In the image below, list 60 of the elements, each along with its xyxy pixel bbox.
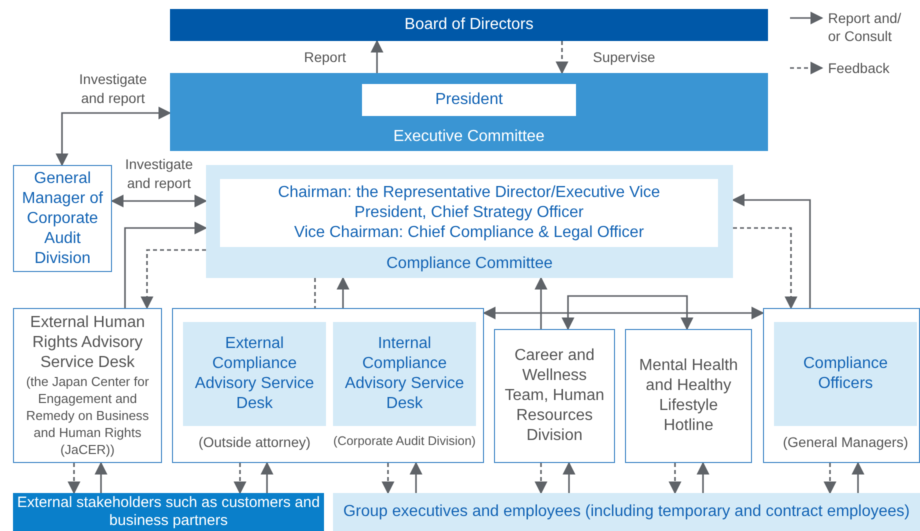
committee-panel <box>170 73 768 151</box>
feedback-arrow <box>68 463 80 494</box>
legend-label: Report and/ or Consult <box>828 9 902 45</box>
member-box <box>220 179 718 247</box>
report-arrow <box>336 276 350 308</box>
feedback-arrow <box>668 463 682 494</box>
report-arrow <box>562 462 576 493</box>
box-frame <box>763 308 920 463</box>
report-arrow <box>696 462 710 493</box>
report-arrow <box>124 222 208 308</box>
feedback-arrow <box>733 227 798 310</box>
feedback-arrow <box>140 249 206 310</box>
report-arrow <box>852 462 864 493</box>
node-label: President <box>435 90 503 110</box>
node-caption: (Corporate Audit Division) <box>332 434 477 448</box>
desk-box <box>774 322 917 426</box>
feedback-arrow <box>556 41 568 74</box>
report-arrow <box>56 106 172 166</box>
node-caption: (General Managers) <box>782 434 910 450</box>
report-arrow <box>94 462 108 493</box>
report-arrow <box>732 194 811 308</box>
service-box <box>625 329 752 463</box>
box-frame <box>172 308 484 463</box>
report-arrow <box>110 194 208 208</box>
desk-box <box>183 322 326 426</box>
report-arrow <box>410 462 422 493</box>
node-label: Executive Committee <box>393 127 545 147</box>
node-label: Career and Wellness Team, Human Resources Division <box>504 346 606 446</box>
node-label: Compliance Committee <box>386 254 553 274</box>
feedback-arrow <box>824 463 836 494</box>
node-label: General Manager of Corporate Audit Division <box>21 168 104 268</box>
report-arrow <box>534 276 548 329</box>
node-label: Compliance Officers <box>802 354 889 394</box>
feedback-arrow <box>534 463 548 494</box>
node-label: Group executives and employees (including temporary and contract employees) <box>343 502 910 522</box>
node-label: Board of Directors <box>404 15 534 35</box>
node-label: External stakeholders such as customers and business partners <box>17 494 320 530</box>
feedback-arrow <box>234 463 246 494</box>
board-box <box>170 9 768 41</box>
feedback-arrow <box>382 463 394 494</box>
service-box <box>494 329 615 463</box>
desk-box <box>333 322 476 426</box>
node-note: (the Japan Center for Engagement and Remedy on Business and Human Rights (JaCER)) <box>25 373 150 458</box>
node-label: Internal Compliance Advisory Service Desk <box>344 334 466 414</box>
node-label: Mental Health and Healthy Lifestyle Hotline <box>638 356 739 436</box>
report-arrow <box>562 295 694 330</box>
node-label: External Compliance Advisory Service Desk <box>194 334 316 414</box>
legend-label: Feedback <box>828 59 890 77</box>
service-box <box>13 308 162 463</box>
node-label: External Human Rights Advisory Service Desk <box>29 313 146 373</box>
desk-box <box>206 165 733 278</box>
node-label: Chairman: the Representative Director/Executive Vice President, Chief Strategy Officer <box>276 183 662 223</box>
desk-box <box>333 493 920 531</box>
member-box <box>362 84 576 116</box>
division-box <box>13 165 112 272</box>
report-arrow <box>370 40 384 73</box>
report-arrow <box>482 306 764 320</box>
report-arrow <box>260 462 274 493</box>
node-caption: (Outside attorney) <box>197 434 312 450</box>
node-note: Vice Chairman: Chief Compliance & Legal Officer <box>294 223 644 243</box>
